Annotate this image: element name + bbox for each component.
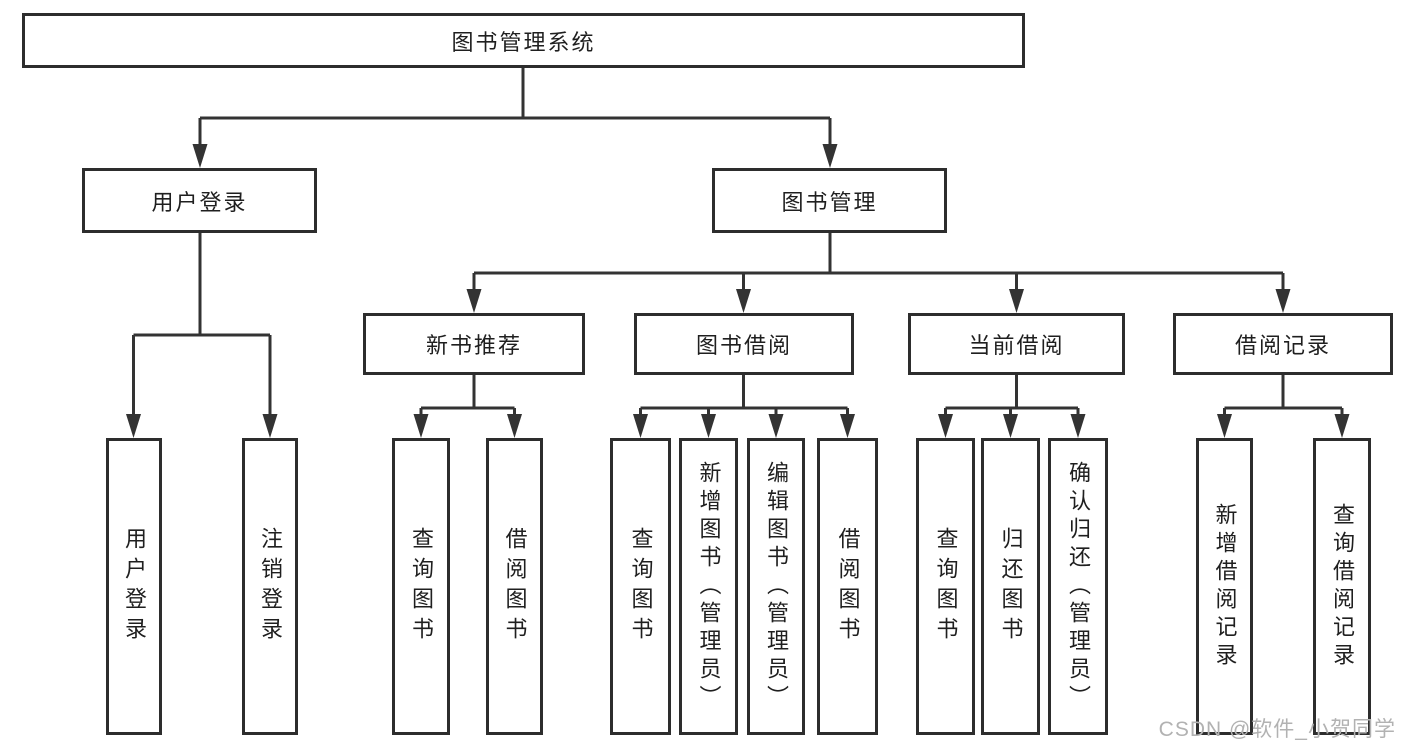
node-book-management: 图书管理 <box>712 168 947 233</box>
node-leaf-query-books-recommend: 查询图书 <box>392 438 450 735</box>
node-leaf-confirm-return-admin: 确认归还（管理员） <box>1048 438 1108 735</box>
node-user-login: 用户登录 <box>82 168 317 233</box>
node-borrowing-records: 借阅记录 <box>1173 313 1393 375</box>
node-root-system: 图书管理系统 <box>22 13 1025 68</box>
node-leaf-borrow-books-recommend: 借阅图书 <box>486 438 543 735</box>
node-leaf-query-books-current: 查询图书 <box>916 438 975 735</box>
csdn-watermark: CSDN @软件_小贺同学 <box>1158 718 1396 741</box>
node-leaf-add-books-admin: 新增图书（管理员） <box>679 438 738 735</box>
node-new-book-recommend: 新书推荐 <box>363 313 585 375</box>
node-leaf-query-books-borrowing: 查询图书 <box>610 438 671 735</box>
node-leaf-add-borrow-record: 新增借阅记录 <box>1196 438 1253 735</box>
node-leaf-borrow-books-borrowing: 借阅图书 <box>817 438 878 735</box>
node-current-borrowing: 当前借阅 <box>908 313 1125 375</box>
node-book-borrowing: 图书借阅 <box>634 313 854 375</box>
node-leaf-return-books: 归还图书 <box>981 438 1040 735</box>
node-leaf-logout: 注销登录 <box>242 438 298 735</box>
node-leaf-edit-books-admin: 编辑图书（管理员） <box>747 438 805 735</box>
node-leaf-user-login: 用户登录 <box>106 438 162 735</box>
node-leaf-query-borrow-record: 查询借阅记录 <box>1313 438 1371 735</box>
